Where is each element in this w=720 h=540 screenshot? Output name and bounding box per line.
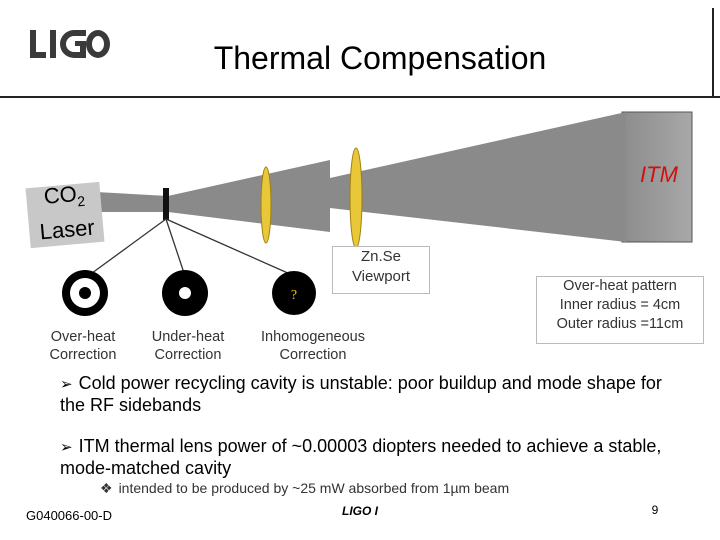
itm-label: ITM	[640, 162, 678, 187]
co2-laser-box	[25, 181, 105, 249]
expanded-beam	[330, 112, 626, 242]
title-divider	[0, 96, 720, 98]
itm-mirror	[621, 111, 693, 243]
over-heat-profile	[62, 270, 108, 316]
znse-viewport	[349, 147, 363, 249]
over-heat-pattern-note: Over-heat pattern Inner radius = 4cm Out…	[536, 276, 704, 344]
footer-center-text: LIGO I	[342, 504, 378, 518]
page-number: 9	[651, 503, 659, 517]
mask	[163, 188, 169, 220]
slide-title: Thermal Compensation	[213, 40, 547, 76]
bullet-item: ➢Cold power recycling cavity is unstable…	[60, 373, 662, 415]
znse-viewport-label: Zn.Se Viewport	[332, 246, 430, 294]
inhomogeneous-profile: ?	[272, 271, 316, 315]
laser-beam	[96, 192, 168, 212]
arrow-bullet-icon: ➢	[60, 376, 73, 393]
document-number: G040066-00-D	[26, 508, 112, 523]
arrow-bullet-icon: ➢	[60, 439, 73, 456]
corner-divider	[712, 8, 714, 98]
under-heat-profile	[162, 270, 208, 316]
bullet-item: ➢ITM thermal lens power of ~0.00003 diop…	[60, 436, 662, 478]
co2-laser-label: CO2 Laser	[38, 181, 96, 245]
thermal-compensation-diagram: ?	[25, 111, 693, 316]
question-mark: ?	[291, 288, 297, 303]
diamond-bullet-icon: ❖	[100, 480, 113, 496]
focused-beam	[168, 160, 330, 232]
ligo-logo	[30, 30, 110, 58]
sub-bullet-item: ❖intended to be produced by ~25 mW absor…	[100, 480, 510, 496]
lens	[260, 166, 272, 244]
